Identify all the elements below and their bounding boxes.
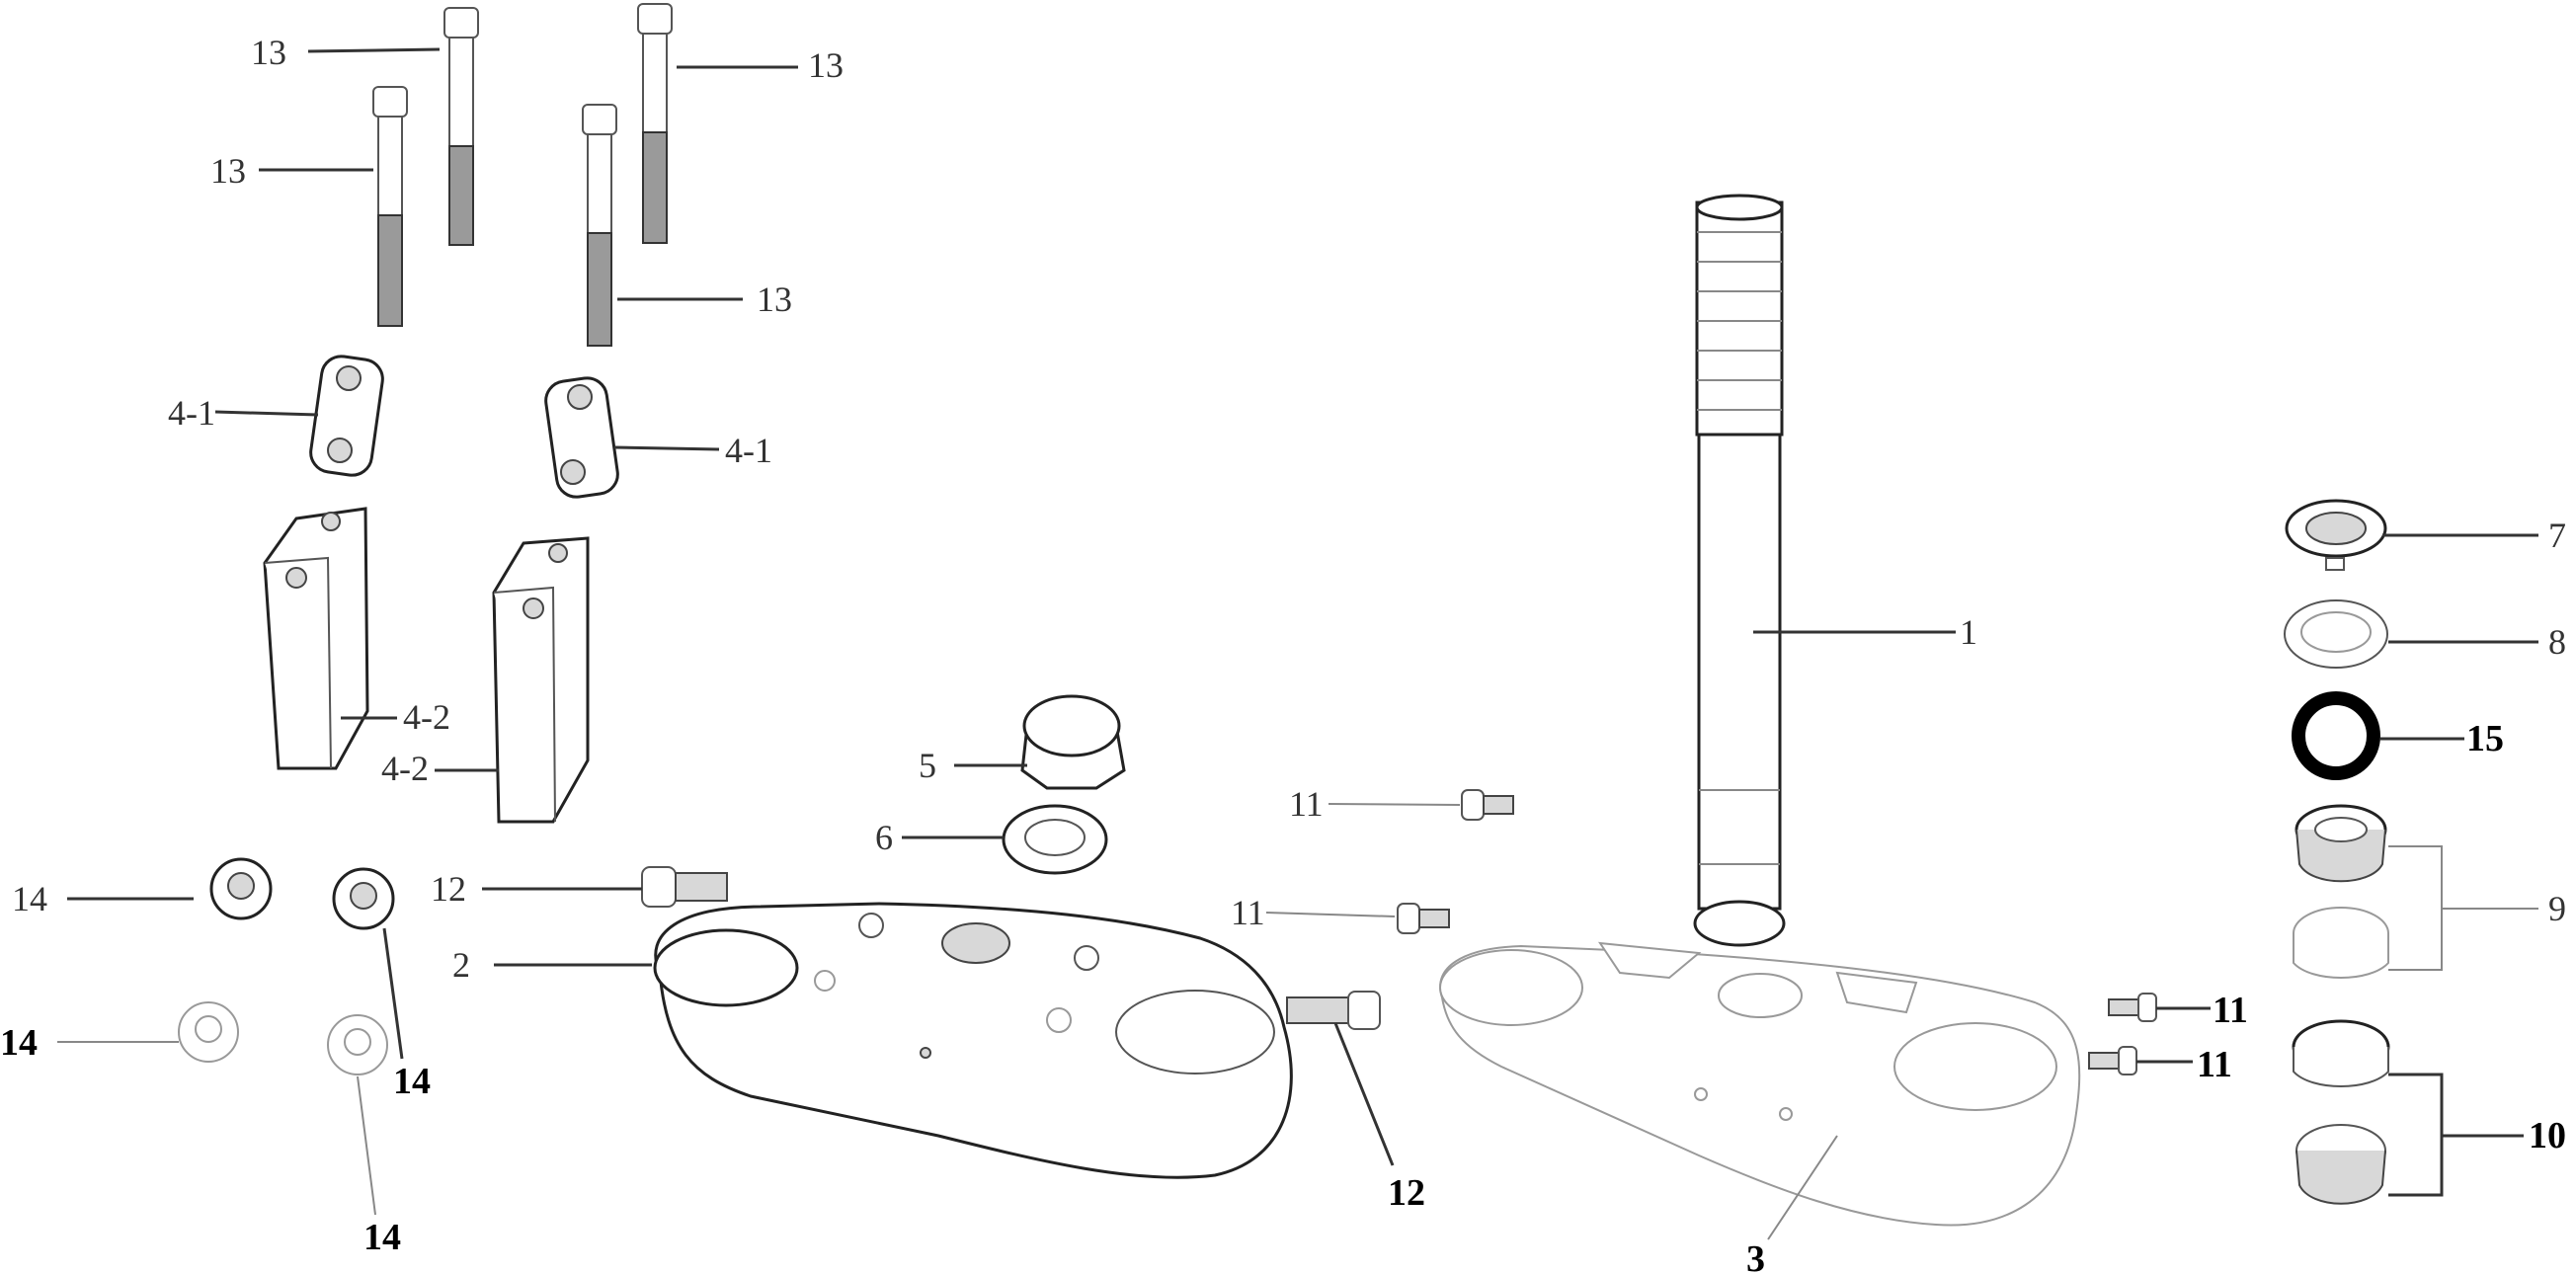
bearing-9 [2293,804,2389,979]
bolt-13-b [637,3,673,244]
label-1: 1 [1960,612,1977,652]
bearing-10 [2292,1019,2390,1205]
label-5: 5 [919,746,936,785]
label-11-b: 11 [1231,893,1265,932]
bolt-13-d [582,104,617,347]
upper-triple-clamp-2 [653,902,1293,1179]
label-14-a: 14 [12,879,47,918]
bolt-11-c [2108,993,2157,1022]
label-15: 15 [2466,718,2504,759]
o-ring-15 [2292,691,2380,780]
bolt-13-a [443,7,479,246]
label-9: 9 [2548,889,2566,928]
lower-triple-clamp-3 [1439,941,2081,1227]
riser-4-2-b [492,536,590,824]
stem-thread [1697,231,1782,411]
bolt-12-upper [641,866,728,908]
label-2: 2 [452,945,470,985]
washer-6 [1002,804,1108,875]
bolt-12-lower [1286,991,1381,1030]
label-14-c: 14 [0,1022,38,1064]
label-4-2-b: 4-2 [381,749,429,788]
label-6: 6 [875,818,893,857]
nut-14-b [332,867,395,930]
cap-nut-5 [1020,694,1126,790]
label-13-c: 13 [210,151,246,191]
bolt-13-c [372,86,408,327]
label-11-a: 11 [1289,784,1324,824]
label-4-1-b: 4-1 [725,431,772,470]
callout-labels: 13 13 13 13 4-1 4-1 4-2 4-2 14 14 14 14 … [0,33,2566,1274]
steering-stem-1 [1693,194,1786,947]
riser-4-2-a [263,507,369,770]
bolt-11-b [1397,903,1450,934]
bolt-11-d [2088,1046,2137,1075]
label-13-d: 13 [757,279,792,319]
dust-seal-8 [2284,599,2388,669]
label-13-a: 13 [251,33,286,72]
clamp-cap-4-1-a [309,355,384,477]
label-11-c: 11 [2213,990,2248,1031]
label-8: 8 [2548,622,2566,662]
nut-14-c [178,1001,239,1063]
clamp-cap-4-1-b [544,376,619,499]
lock-nut-7 [2285,499,2387,571]
label-3: 3 [1746,1238,1765,1274]
label-4-1-a: 4-1 [168,393,215,433]
label-14-d: 14 [363,1217,401,1258]
label-14-b: 14 [393,1061,431,1102]
label-7: 7 [2548,516,2566,555]
bolt-11-a [1461,789,1514,821]
label-10: 10 [2529,1115,2566,1156]
leader-lines [57,47,2538,1240]
nut-14-a [209,857,273,920]
label-4-2-a: 4-2 [403,697,450,737]
nut-14-d [327,1014,388,1075]
label-11-d: 11 [2197,1044,2232,1085]
label-13-b: 13 [808,45,844,85]
label-12-b: 12 [1388,1172,1425,1214]
label-12-a: 12 [431,869,466,909]
